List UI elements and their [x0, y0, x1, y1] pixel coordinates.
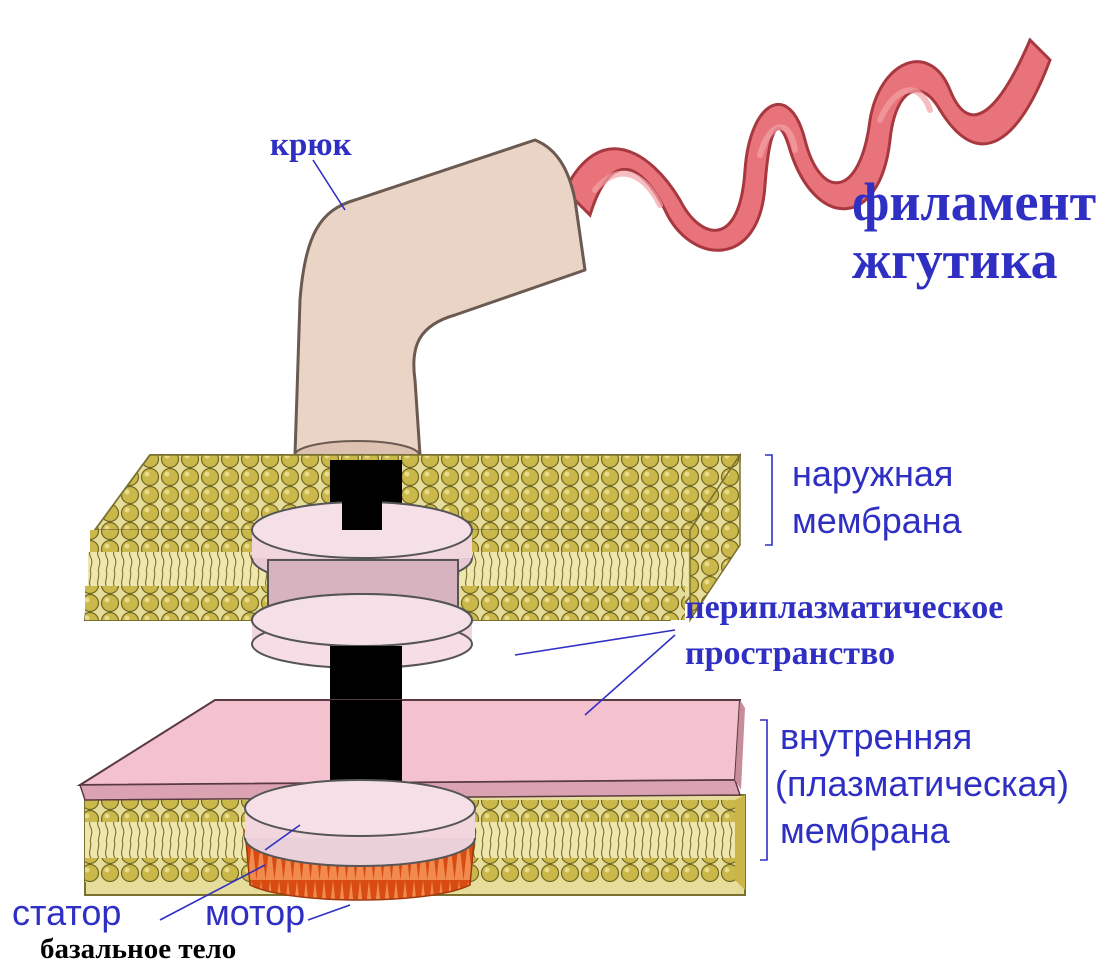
basal-body-label: базальное тело [40, 934, 236, 964]
inner-membrane-label-line2: (плазматическая) [775, 765, 1069, 803]
inner-membrane-bracket [760, 720, 767, 860]
hook-leader-line [313, 160, 345, 210]
filament-label-line1: филамент [852, 174, 1096, 231]
periplasm-leader-line-left [515, 630, 675, 655]
inner-membrane-label-line1: внутренняя [780, 718, 972, 756]
lp-ring [252, 500, 472, 668]
hook-label: крюк [270, 128, 352, 163]
outer-membrane-label-line2: мембрана [792, 502, 962, 540]
motor-label: мотор [205, 894, 305, 932]
periplasmic-label-line2: пространство [685, 636, 895, 672]
inner-membrane-label-line3: мембрана [780, 812, 950, 850]
motor-leader-line [308, 905, 350, 920]
periplasmic-label-line1: периплазматическое [685, 590, 1003, 626]
hook [295, 140, 585, 469]
rod-lower-segment [330, 646, 402, 686]
outer-membrane-label-line1: наружная [792, 455, 953, 493]
outer-membrane-bracket [765, 455, 772, 545]
filament-label-line2: жгутика [852, 232, 1058, 289]
stator-label: статор [12, 894, 121, 932]
